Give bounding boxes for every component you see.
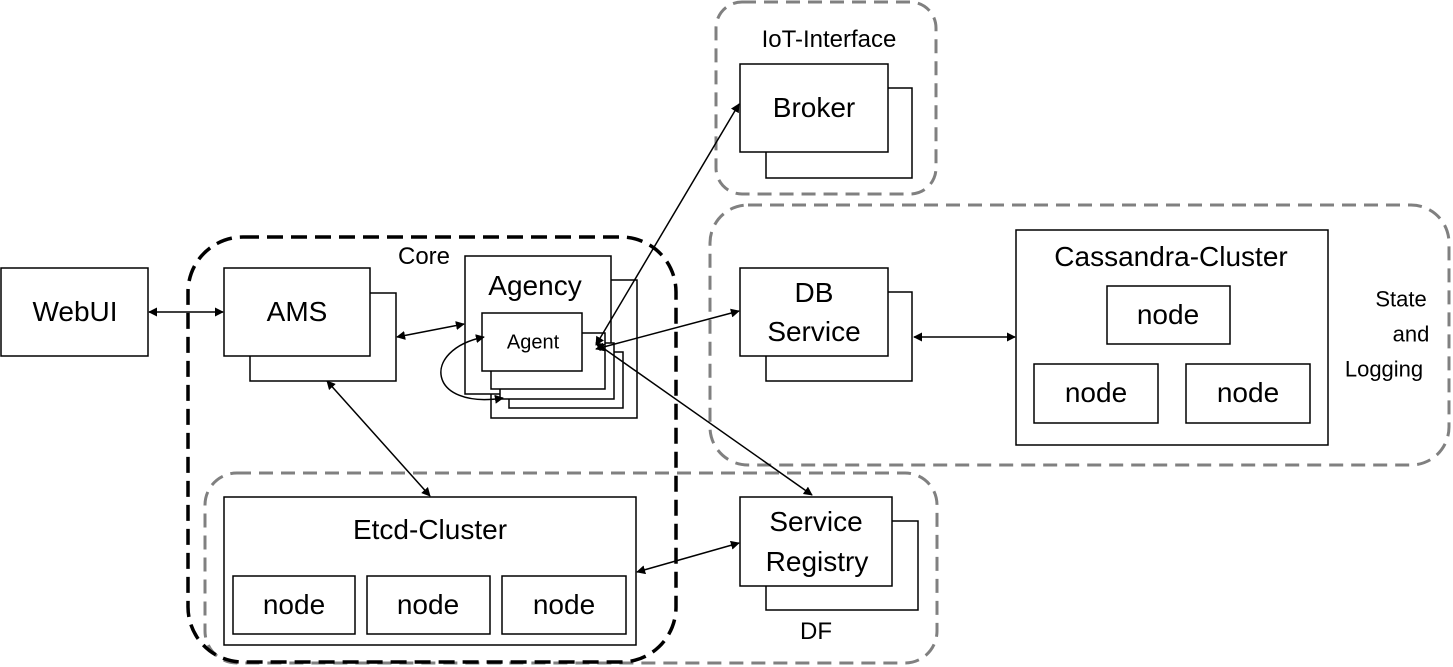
logging-label: Logging bbox=[1344, 356, 1424, 382]
and-label: and bbox=[1392, 321, 1430, 347]
agent-label: Agent bbox=[506, 331, 560, 354]
db-service-box bbox=[739, 267, 889, 357]
iot-interface-label: IoT-Interface bbox=[761, 26, 897, 53]
broker-label: Broker bbox=[772, 92, 856, 123]
cassandra-node-label-2: node bbox=[1064, 377, 1128, 408]
agent-self-loop bbox=[440, 334, 504, 404]
etcd-node-label-1: node bbox=[262, 589, 326, 620]
state-label: State bbox=[1375, 286, 1427, 312]
agent-serviceregistry-connector bbox=[595, 342, 813, 496]
cassandra-node-box-3 bbox=[1185, 363, 1311, 424]
etcd-node-box-3 bbox=[501, 575, 627, 635]
etcd-node-box-1 bbox=[232, 575, 356, 635]
service-registry-label-line2: Registry bbox=[765, 546, 869, 577]
ams-agency-connector bbox=[396, 321, 465, 340]
cassandra-node-label-3: node bbox=[1216, 377, 1280, 408]
service-registry-label-line1: Service bbox=[769, 506, 863, 537]
etcd-serviceregistry-connector bbox=[636, 540, 740, 575]
core-label: Core bbox=[397, 243, 451, 270]
agency-label: Agency bbox=[488, 270, 582, 301]
broker-box bbox=[739, 63, 889, 153]
df-group bbox=[203, 471, 939, 665]
db-service-label-line2: Service bbox=[767, 316, 861, 347]
state-logging-group bbox=[708, 203, 1451, 467]
cassandra-node-label-1: node bbox=[1136, 299, 1200, 330]
etcd-cluster-label: Etcd-Cluster bbox=[352, 514, 508, 545]
agent-broker-connector bbox=[595, 103, 740, 346]
iot-interface-group bbox=[714, 0, 938, 196]
db-service-label-line1: DB bbox=[794, 277, 834, 308]
webui-label: WebUI bbox=[32, 296, 118, 327]
cassandra-node-box-2 bbox=[1033, 363, 1159, 424]
service-registry-box bbox=[739, 496, 893, 587]
etcd-node-label-3: node bbox=[532, 589, 596, 620]
webui-box bbox=[0, 267, 149, 357]
cassandra-cluster-label: Cassandra-Cluster bbox=[1054, 241, 1288, 272]
ams-box bbox=[223, 267, 371, 357]
df-label: DF bbox=[800, 618, 832, 645]
ams-label: AMS bbox=[266, 296, 328, 327]
cassandra-node-box-1 bbox=[1106, 285, 1231, 345]
etcd-node-box-2 bbox=[366, 575, 491, 635]
etcd-node-label-2: node bbox=[396, 589, 460, 620]
ams-etcd-connector bbox=[326, 380, 431, 497]
